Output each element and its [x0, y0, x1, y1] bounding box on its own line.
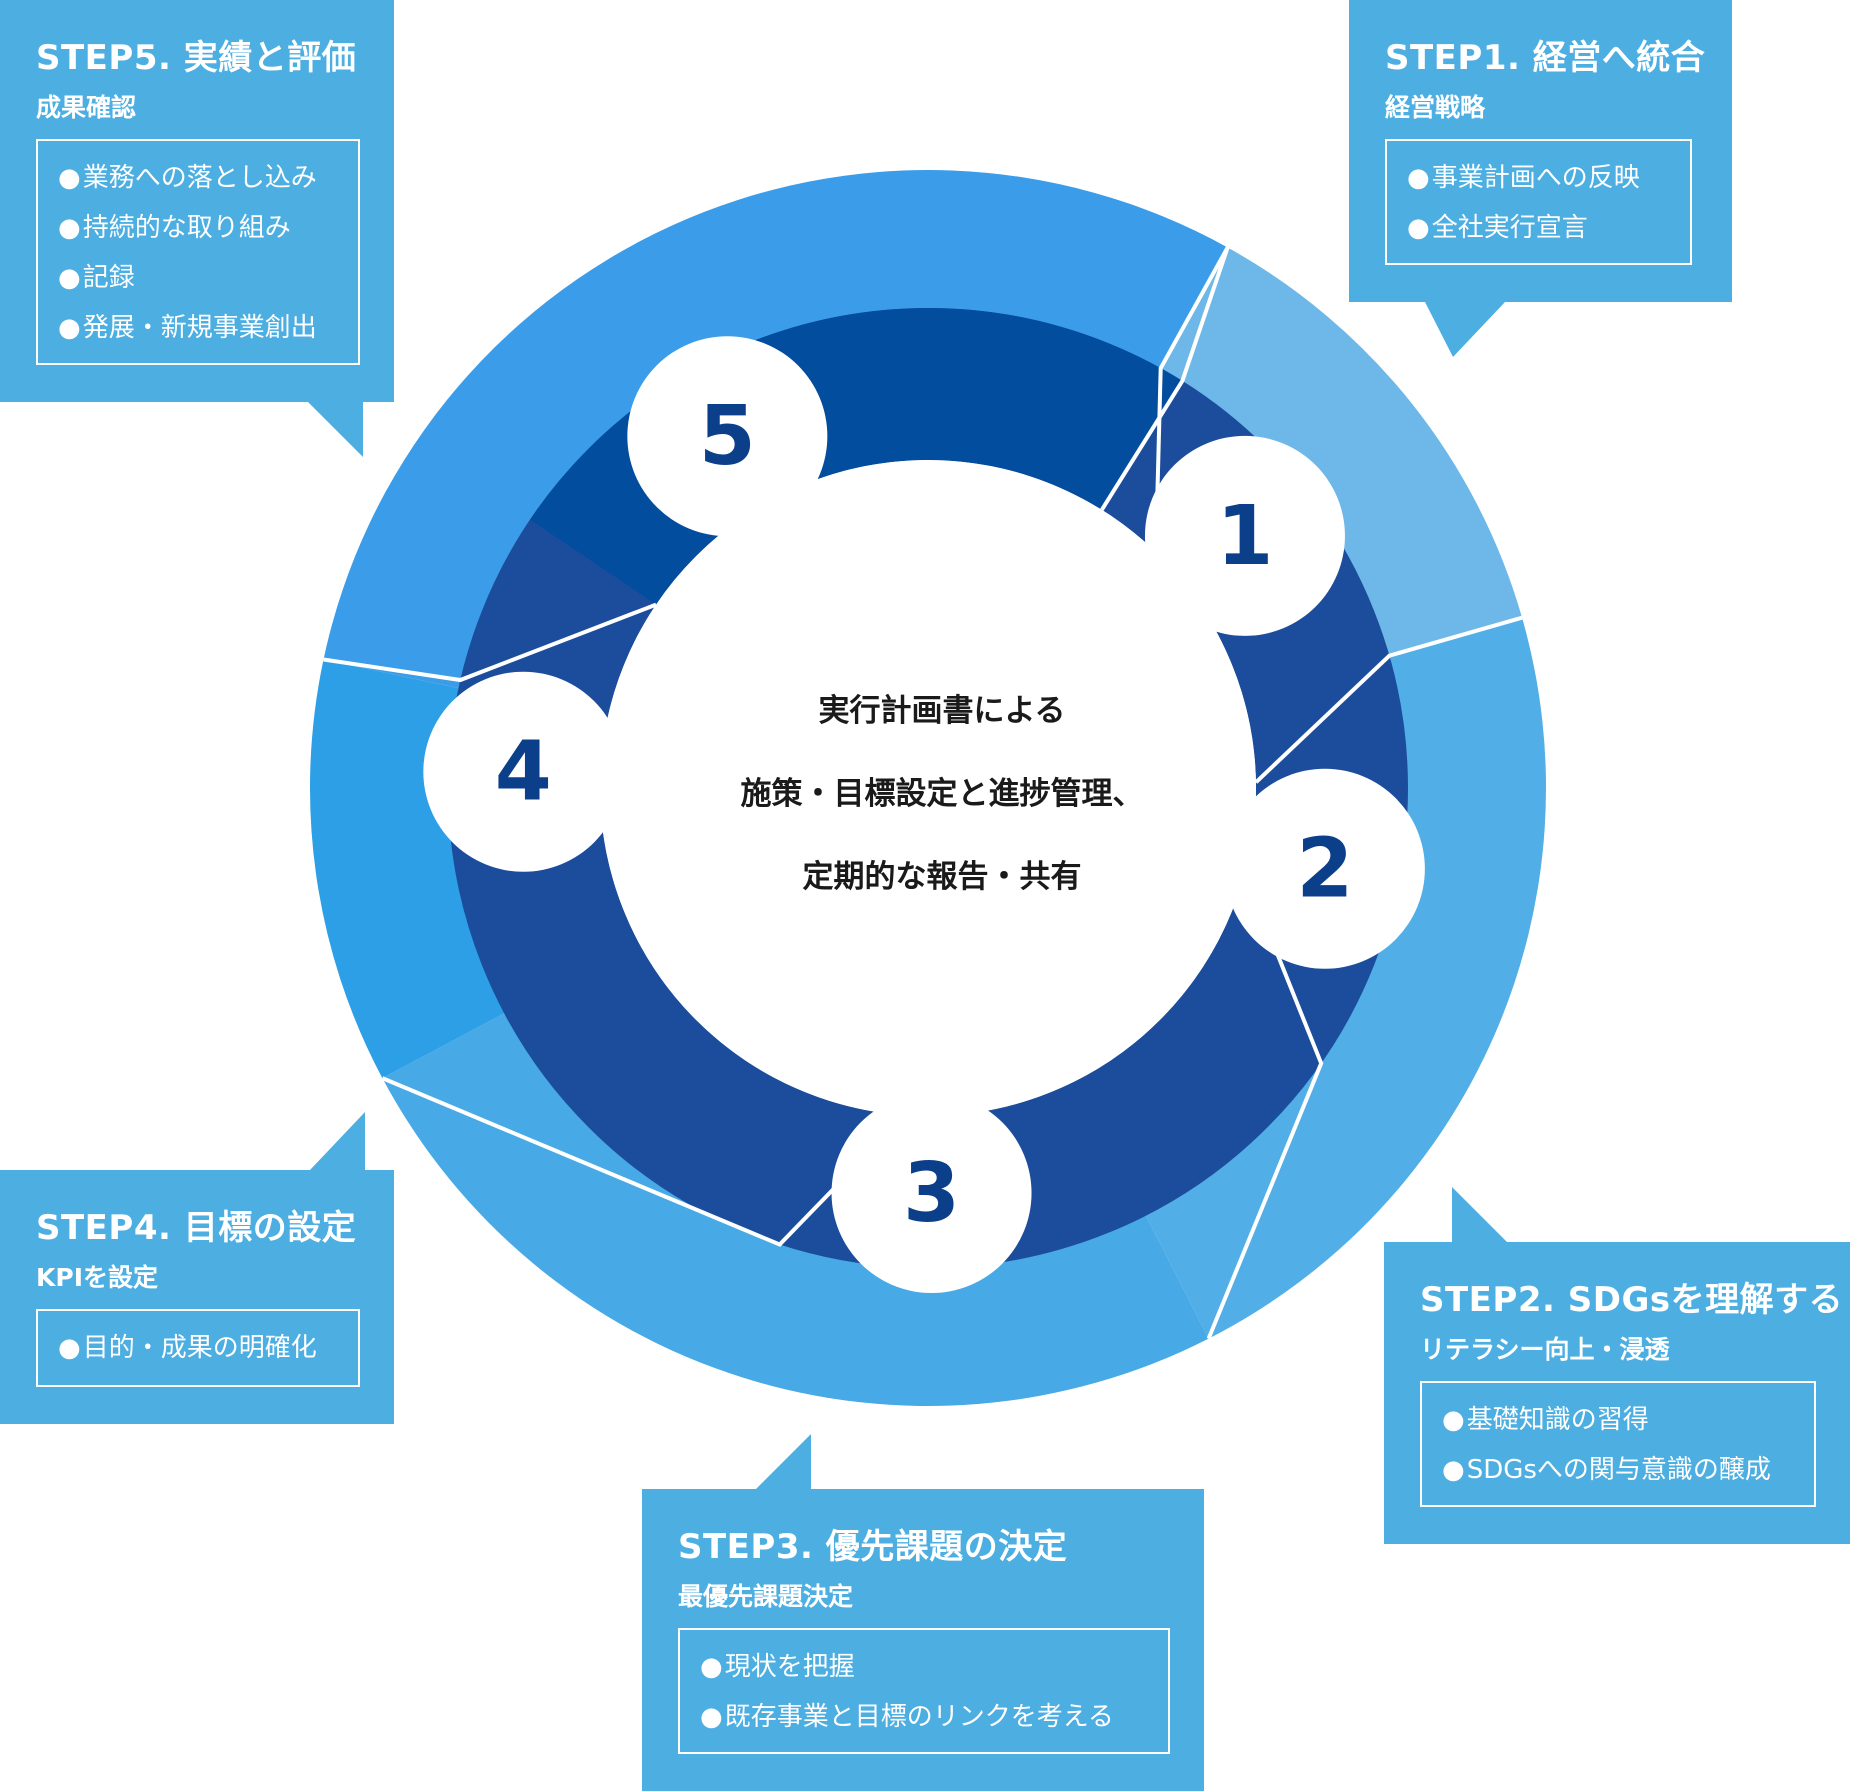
- list-item: ●目的・成果の明確化: [58, 1323, 358, 1373]
- step1-subtitle: 経営戦略: [1385, 93, 1486, 122]
- center-text-line-2: 施策・目標設定と進捗管理、: [740, 776, 1144, 812]
- bullet-icon: ●: [700, 1652, 723, 1682]
- list-item: ●事業計画への反映: [1407, 153, 1690, 203]
- list-item: ●SDGsへの関与意識の醸成: [1442, 1445, 1814, 1495]
- step1-pointer: [1425, 302, 1505, 357]
- step3-box: STEP3. 優先課題の決定 最優先課題決定 ●現状を把握 ●既存事業と目標のリ…: [642, 1489, 1204, 1791]
- step2-title: STEP2. SDGsを理解する: [1420, 1280, 1844, 1320]
- step-4-number: 4: [495, 725, 552, 820]
- list-item: ●持続的な取り組み: [58, 203, 358, 253]
- step-1-number: 1: [1216, 489, 1273, 584]
- bullet-icon: ●: [1407, 213, 1430, 243]
- bullet-icon: ●: [58, 1333, 81, 1363]
- step5-subtitle: 成果確認: [36, 93, 137, 122]
- step-5-number-circle: [627, 336, 828, 537]
- outer-ring: [310, 170, 1546, 1407]
- step-1-number-circle: [1144, 435, 1345, 636]
- list-item: ●基礎知識の習得: [1442, 1395, 1814, 1445]
- step2-pointer: [1452, 1187, 1507, 1242]
- step5-list: ●業務への落とし込み ●持続的な取り組み ●記録 ●発展・新規事業創出: [36, 139, 360, 365]
- step-number-circles: 1 2 3 4 5: [423, 336, 1425, 1293]
- step-5-number: 5: [699, 389, 756, 484]
- list-item: ●業務への落とし込み: [58, 153, 358, 203]
- step4-title: STEP4. 目標の設定: [36, 1208, 357, 1248]
- step5-pointer: [308, 402, 363, 457]
- bullet-icon: ●: [1442, 1455, 1465, 1485]
- step-4-number-circle: [423, 671, 624, 872]
- step2-list: ●基礎知識の習得 ●SDGsへの関与意識の醸成: [1420, 1381, 1816, 1507]
- step3-subtitle: 最優先課題決定: [678, 1582, 854, 1611]
- step-3-number: 3: [903, 1146, 960, 1241]
- center-circle: [600, 460, 1256, 1116]
- divider-2: [1254, 615, 1523, 784]
- step5-title: STEP5. 実績と評価: [36, 38, 357, 78]
- step1-box: STEP1. 経営へ統合 経営戦略 ●事業計画への反映 ●全社実行宣言: [1349, 0, 1732, 302]
- step-2-number: 2: [1296, 822, 1353, 917]
- step3-pointer: [756, 1434, 811, 1489]
- step2-subtitle: リテラシー向上・浸透: [1420, 1335, 1670, 1364]
- step-2-number-circle: [1224, 768, 1425, 969]
- segment-dividers: [323, 246, 1523, 1340]
- list-item: ●既存事業と目標のリンクを考える: [700, 1692, 1168, 1742]
- step1-list: ●事業計画への反映 ●全社実行宣言: [1385, 139, 1692, 265]
- step3-list: ●現状を把握 ●既存事業と目標のリンクを考える: [678, 1628, 1170, 1754]
- outer-segment-5: [323, 170, 1228, 690]
- step4-box: STEP4. 目標の設定 KPIを設定 ●目的・成果の明確化: [0, 1170, 394, 1424]
- outer-segment-2: [1144, 617, 1546, 1339]
- step4-list: ●目的・成果の明確化: [36, 1309, 360, 1387]
- step3-title: STEP3. 優先課題の決定: [678, 1527, 1068, 1567]
- list-item: ●発展・新規事業創出: [58, 303, 358, 353]
- outer-segment-3: [382, 1011, 1209, 1407]
- bullet-icon: ●: [58, 163, 81, 193]
- divider-6: [1100, 246, 1230, 511]
- list-item: ●記録: [58, 253, 358, 303]
- bullet-icon: ●: [58, 213, 81, 243]
- divider-5: [323, 602, 657, 683]
- list-item: ●全社実行宣言: [1407, 203, 1690, 253]
- step-3-number-circle: [831, 1092, 1032, 1293]
- center-text-line-3: 定期的な報告・共有: [802, 859, 1082, 895]
- bullet-icon: ●: [1442, 1405, 1465, 1435]
- bullet-icon: ●: [1407, 163, 1430, 193]
- outer-segment-4: [310, 659, 508, 1079]
- list-item: ●現状を把握: [700, 1642, 1168, 1692]
- bullet-icon: ●: [700, 1702, 723, 1732]
- step4-pointer: [310, 1112, 365, 1170]
- bullet-icon: ●: [58, 313, 81, 343]
- step4-subtitle: KPIを設定: [36, 1263, 158, 1292]
- step2-box: STEP2. SDGsを理解する リテラシー向上・浸透 ●基礎知識の習得 ●SD…: [1384, 1242, 1850, 1544]
- center-text-line-1: 実行計画書による: [818, 693, 1066, 729]
- step5-box: STEP5. 実績と評価 成果確認 ●業務への落とし込み ●持続的な取り組み ●…: [0, 0, 394, 402]
- outer-segment-1: [1158, 247, 1523, 657]
- step1-title: STEP1. 経営へ統合: [1385, 38, 1706, 78]
- bullet-icon: ●: [58, 263, 81, 293]
